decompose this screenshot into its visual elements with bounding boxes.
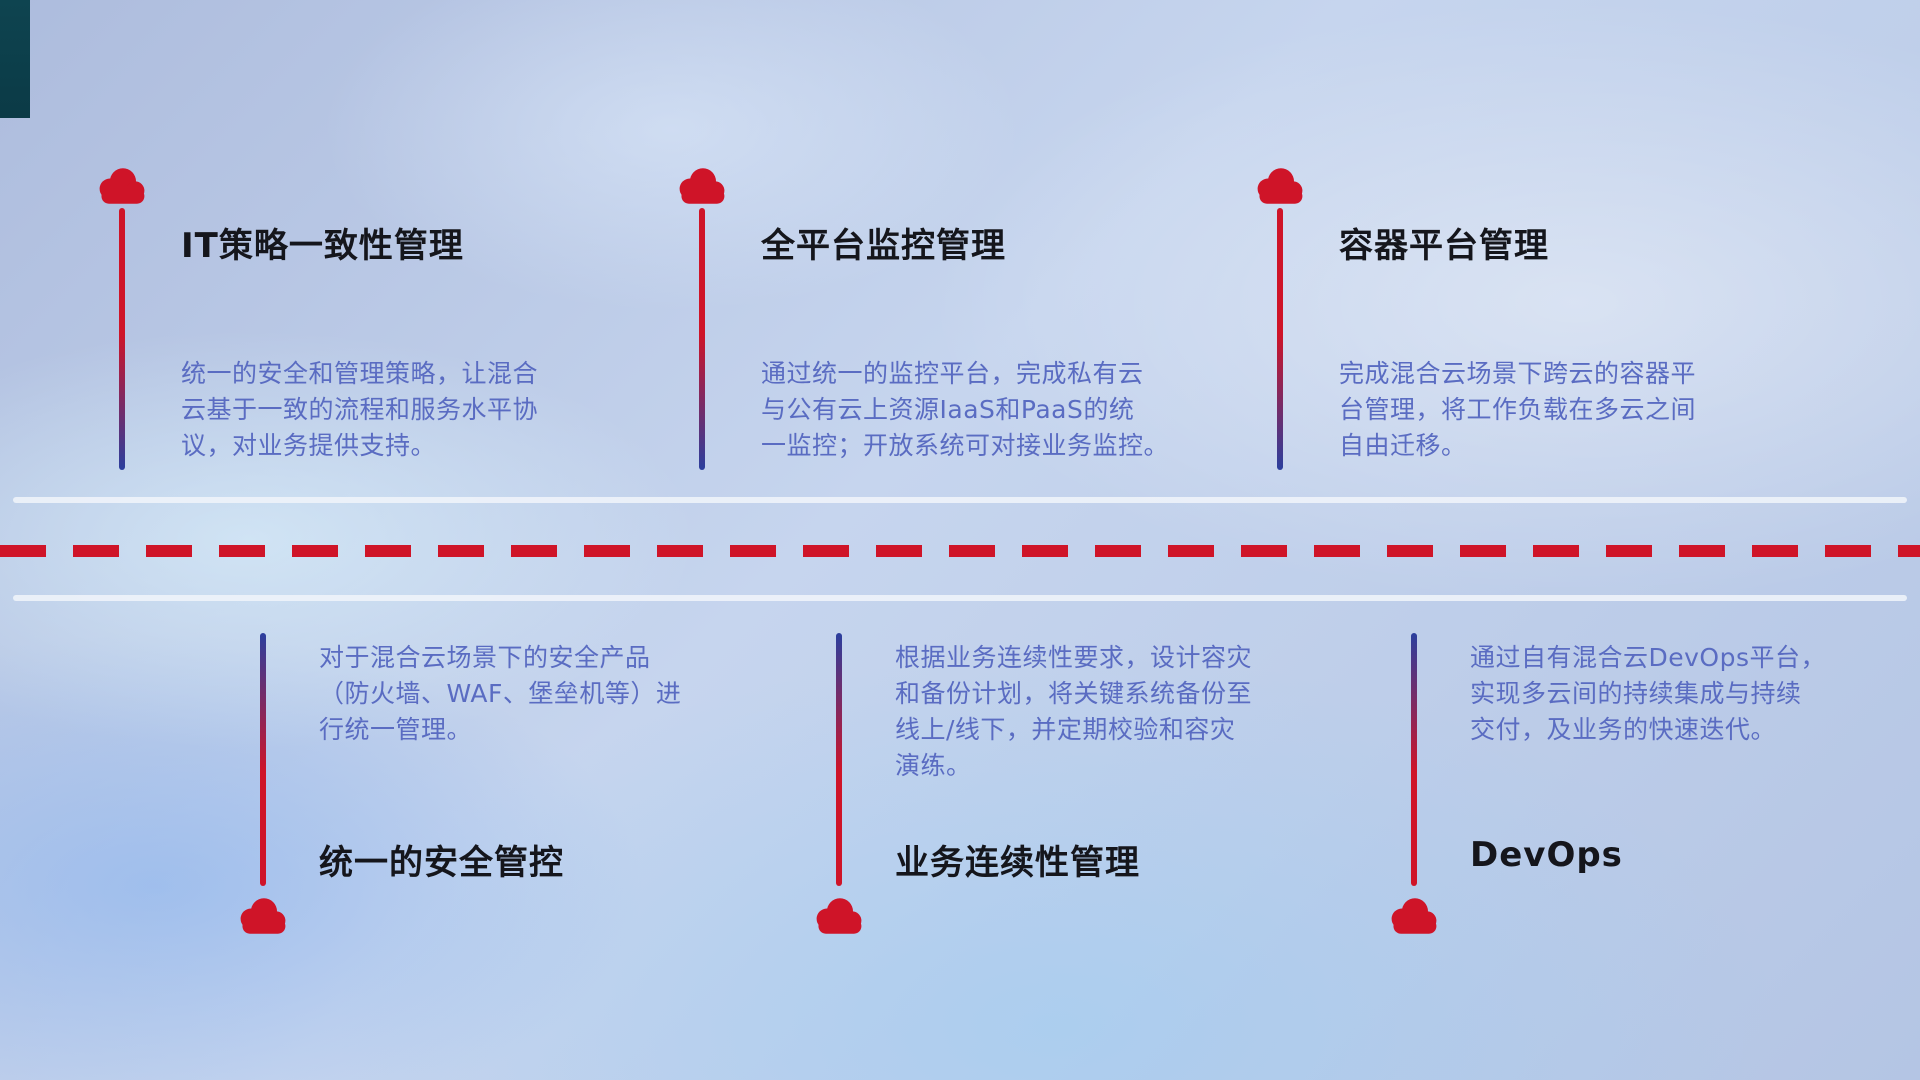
feature-item-it-policy: IT策略一致性管理 统一的安全和管理策略，让混合 云基于一致的流程和服务水平协 … [94, 166, 614, 486]
timeline-solid-line-bottom [13, 595, 1907, 601]
feature-title: 全平台监控管理 [761, 226, 1006, 266]
feature-title: IT策略一致性管理 [181, 226, 464, 266]
feature-item-devops: 通过自有混合云DevOps平台， 实现多云间的持续集成与持续 交付，及业务的快速… [1386, 633, 1906, 953]
cloud-icon [94, 166, 150, 206]
feature-description: 统一的安全和管理策略，让混合 云基于一致的流程和服务水平协 议，对业务提供支持。 [181, 359, 539, 460]
connector-line [836, 633, 842, 886]
cloud-icon [235, 896, 291, 936]
feature-description: 通过自有混合云DevOps平台， 实现多云间的持续集成与持续 交付，及业务的快速… [1470, 643, 1826, 744]
timeline-solid-line-top [13, 497, 1907, 503]
feature-description: 完成混合云场景下跨云的容器平 台管理，将工作负载在多云之间 自由迁移。 [1339, 359, 1697, 460]
cloud-icon [811, 896, 867, 936]
feature-description: 对于混合云场景下的安全产品 （防火墙、WAF、堡垒机等）进 行统一管理。 [319, 643, 682, 744]
cloud-icon [674, 166, 730, 206]
connector-line [699, 208, 705, 470]
corner-accent [0, 0, 30, 118]
feature-title: 容器平台管理 [1339, 226, 1549, 266]
timeline-dashed-line [0, 545, 1920, 557]
connector-line [1277, 208, 1283, 470]
feature-title: 统一的安全管控 [319, 843, 564, 883]
feature-description: 根据业务连续性要求，设计容灾 和备份计划，将关键系统备份至 线上/线下，并定期校… [895, 643, 1253, 780]
connector-line [1411, 633, 1417, 886]
feature-item-monitoring: 全平台监控管理 通过统一的监控平台，完成私有云 与公有云上资源IaaS和PaaS… [674, 166, 1194, 486]
connector-line [119, 208, 125, 470]
feature-title: 业务连续性管理 [895, 843, 1140, 883]
feature-description: 通过统一的监控平台，完成私有云 与公有云上资源IaaS和PaaS的统 一监控；开… [761, 359, 1170, 460]
feature-item-business-continuity: 根据业务连续性要求，设计容灾 和备份计划，将关键系统备份至 线上/线下，并定期校… [811, 633, 1331, 953]
feature-item-container-platform: 容器平台管理 完成混合云场景下跨云的容器平 台管理，将工作负载在多云之间 自由迁… [1252, 166, 1772, 486]
feature-item-security-control: 对于混合云场景下的安全产品 （防火墙、WAF、堡垒机等）进 行统一管理。 统一的… [235, 633, 755, 953]
feature-title: DevOps [1470, 835, 1623, 875]
cloud-icon [1386, 896, 1442, 936]
cloud-icon [1252, 166, 1308, 206]
connector-line [260, 633, 266, 886]
